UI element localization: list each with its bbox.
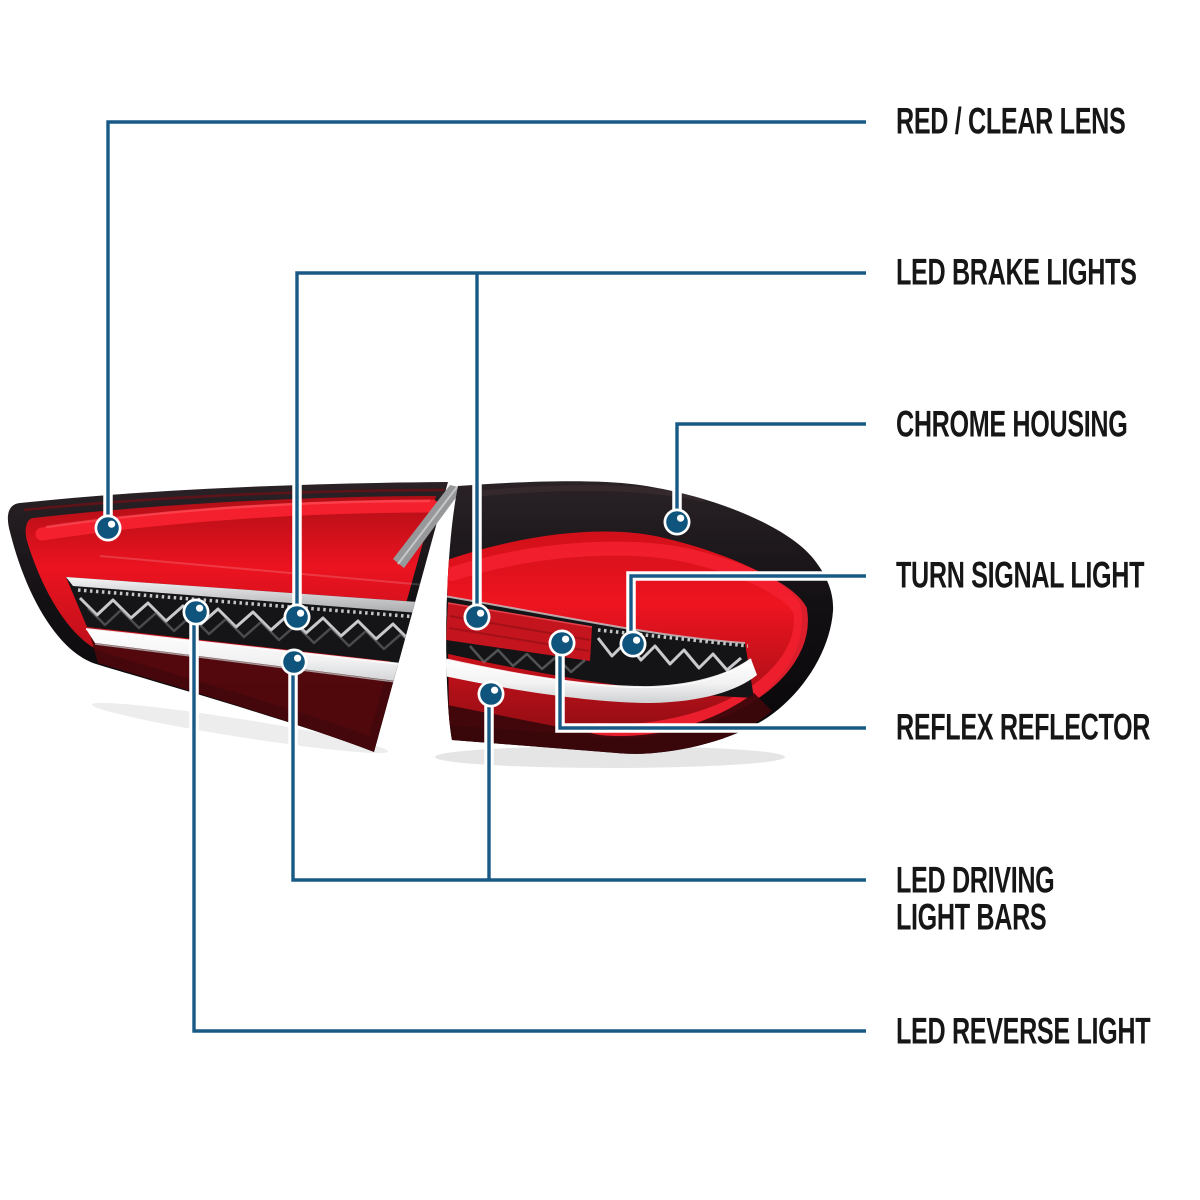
marker-chrome-housing bbox=[663, 508, 691, 536]
callout-line-led-reverse-light bbox=[192, 612, 866, 1033]
marker-led-driving-light-bars-left bbox=[280, 648, 308, 676]
label-led-reverse-light: LED REVERSE LIGHT bbox=[896, 1010, 1151, 1052]
callout-markers bbox=[94, 508, 691, 708]
marker-red-clear-lens bbox=[94, 514, 122, 542]
left-tail-lamp bbox=[7, 482, 449, 752]
label-reflex-reflector: REFLEX REFLECTOR bbox=[896, 706, 1151, 748]
marker-turn-signal-light bbox=[619, 630, 647, 658]
label-chrome-housing: CHROME HOUSING bbox=[896, 403, 1128, 445]
marker-reflex-reflector bbox=[548, 629, 576, 657]
label-red-clear-lens: RED / CLEAR LENS bbox=[896, 100, 1126, 142]
lamp-shadows bbox=[91, 702, 785, 768]
left-lamp-dark-bottom bbox=[88, 628, 428, 752]
callout-line-turn-signal-light bbox=[629, 574, 866, 644]
left-lamp-led-row bbox=[78, 596, 428, 644]
label-turn-signal-light: TURN SIGNAL LIGHT bbox=[896, 554, 1145, 596]
right-lamp-dark-bottom bbox=[447, 693, 772, 754]
label-led-driving-light-bars-line1: LED DRIVING bbox=[896, 859, 1055, 901]
marker-led-brake-lights-left bbox=[283, 603, 311, 631]
callout-line-reflex-reflector bbox=[558, 645, 866, 730]
label-led-brake-lights: LED BRAKE LIGHTS bbox=[896, 251, 1137, 293]
right-tail-lamp bbox=[446, 481, 834, 754]
callout-line-led-brake-lights bbox=[295, 271, 866, 617]
marker-led-reverse-light bbox=[182, 598, 210, 626]
callout-line-red-clear-lens bbox=[106, 120, 866, 528]
right-lamp-red-tube bbox=[446, 541, 808, 738]
mounting-tab bbox=[393, 485, 463, 568]
right-lamp-driving-bar bbox=[446, 659, 757, 703]
callout-line-led-driving-light-bars bbox=[291, 662, 866, 882]
marker-led-driving-light-bars-right bbox=[477, 680, 505, 708]
left-lamp-driving-bar bbox=[86, 629, 428, 685]
callout-line-chrome-housing bbox=[675, 422, 866, 522]
label-led-driving-light-bars-line2: LIGHT BARS bbox=[896, 896, 1047, 938]
callout-lines bbox=[106, 120, 866, 1033]
marker-led-brake-lights-right bbox=[463, 603, 491, 631]
